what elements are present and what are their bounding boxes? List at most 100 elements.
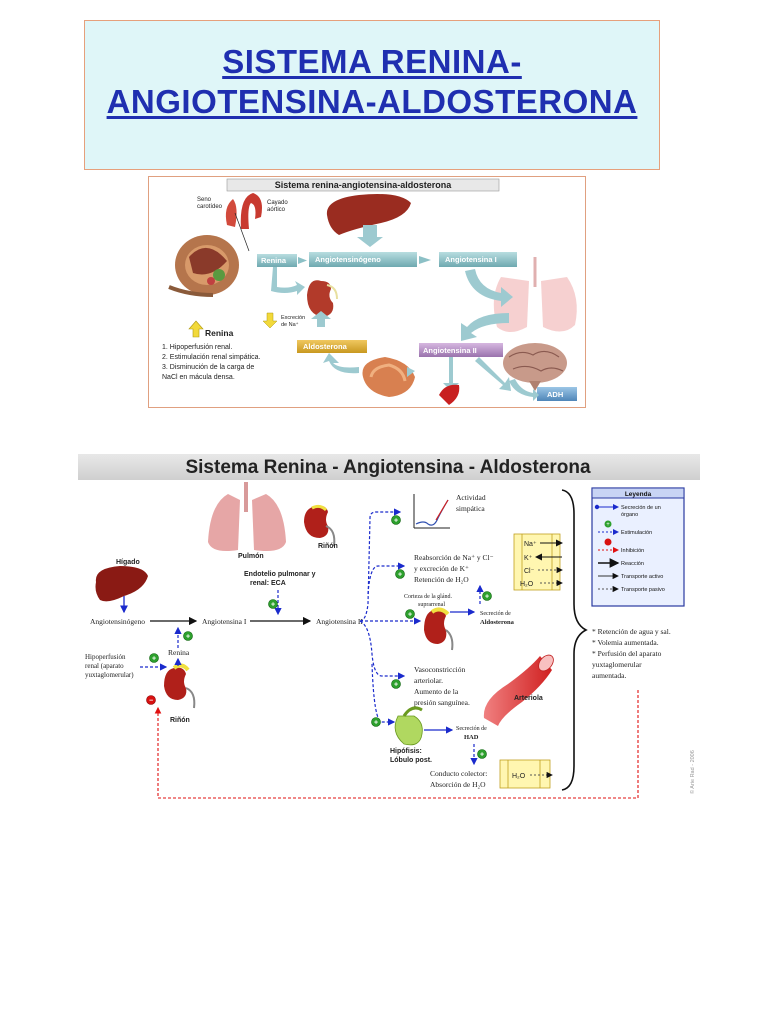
h2o-label: H₂O <box>512 773 526 780</box>
secrecion-aldo-1: Secreción de <box>480 611 511 617</box>
fig1-angiotensina2: Angiotensina II <box>423 346 477 355</box>
svg-text:+: + <box>394 518 398 525</box>
fig1-header: Sistema renina-angiotensina-aldosterona <box>275 180 453 190</box>
corteza-1: Corteza de la glánd. <box>404 594 452 600</box>
result-1: * Retención de agua y sal. <box>592 627 671 636</box>
secrecion-had-2: HAD <box>464 734 479 741</box>
seno-pointer <box>234 212 250 252</box>
seno-label-2: carotídeo <box>197 204 223 210</box>
legend-item-6: Transporte pasivo <box>621 587 665 593</box>
aortic-arch-illustration <box>240 193 262 229</box>
ion-h2o: H₂O <box>520 581 534 588</box>
excrecion-2: de Na⁺ <box>281 321 299 328</box>
cause-1: 1. Hipoperfusión renal. <box>162 344 232 351</box>
svg-text:+: + <box>271 602 275 609</box>
fig2-header: Sistema Renina - Angiotensina - Aldoster… <box>185 457 590 478</box>
fig2-rinon-bottom: Riñón <box>170 717 190 724</box>
fig1-adrenal <box>362 357 415 397</box>
fig2-angiotensinogeno: Angiotensinógeno <box>90 617 145 626</box>
summary-brace <box>561 489 588 791</box>
fig2-angiotensina1: Angiotensina I <box>202 617 247 626</box>
carotid-illustration <box>225 199 237 227</box>
secrecion-aldo-2: Aldosterona <box>480 619 515 626</box>
cause-2: 2. Estimulación renal simpática. <box>162 354 260 361</box>
hipoperfusion-1: Hipoperfusión <box>85 653 126 661</box>
corteza-2: suprarrenal <box>418 602 445 608</box>
svg-text:+: + <box>408 612 412 619</box>
actividad-1: Actividad <box>456 493 486 502</box>
fig1-aldosterona-box <box>297 340 367 353</box>
ion-cl: Cl⁻ <box>524 568 535 575</box>
fig1-kidney <box>307 280 334 317</box>
fig2-higado: Hígado <box>116 559 140 566</box>
na-down-arrow <box>262 312 278 329</box>
excrecion-1: Excreción <box>281 315 305 321</box>
fig2-angiotensina2: Angiotensina II <box>316 617 363 626</box>
reabsorcion-1: Reabsorción de Na⁺ y Cl⁻ <box>414 553 494 562</box>
figure-raas-detailed: Sistema Renina - Angiotensina - Aldoster… <box>78 454 700 800</box>
hipofisis-1: Hipófisis: <box>390 748 422 755</box>
fig1-angiotensina1: Angiotensina I <box>445 255 497 264</box>
result-4: yuxtaglomerular <box>592 660 642 669</box>
svg-text:+: + <box>186 634 190 641</box>
legend-item-4: Reacción <box>621 561 644 567</box>
conducto-2: Absorción de H₂O <box>430 780 486 789</box>
title-card: SISTEMA RENINA- ANGIOTENSINA-ALDOSTERONA <box>84 20 660 170</box>
actividad-2: simpática <box>456 504 485 513</box>
svg-text:−: − <box>149 698 153 705</box>
secrecion-had-1: Secreción de <box>456 726 487 732</box>
result-3: * Perfusión del aparato <box>592 649 662 658</box>
result-2: * Volemia aumentada. <box>592 638 659 647</box>
conducto-1: Conducto colector: <box>430 769 487 778</box>
cause-4: NaCl en mácula densa. <box>162 374 235 381</box>
vaso-4: presión sanguínea. <box>414 698 470 707</box>
hipoperfusion-2: renal (aparato <box>85 662 124 670</box>
fig1-liver <box>326 194 411 235</box>
legend-item-2: Estimulación <box>621 530 652 536</box>
title-line-1: SISTEMA RENINA- <box>222 43 522 80</box>
fig2-arteriole <box>483 656 552 726</box>
svg-text:+: + <box>480 752 484 759</box>
feedback-loop <box>154 690 639 799</box>
fig2-kidney-adrenal <box>424 609 447 644</box>
fig2-arteriola: Arteriola <box>514 695 543 702</box>
fig2-header-bar <box>78 454 700 480</box>
fig1-vessel <box>439 384 460 405</box>
svg-text:+: + <box>485 594 489 601</box>
raas-overview-diagram: Sistema renina-angiotensina-aldosterona … <box>162 178 577 405</box>
fig1-brain <box>503 343 567 383</box>
reabsorcion-2: y excreción de K⁺ <box>414 564 469 573</box>
fig1-angiotensinogeno: Angiotensinógeno <box>315 255 381 264</box>
fig1-renina-box <box>257 254 297 267</box>
ion-k: K⁺ <box>524 555 533 562</box>
fig2-hypophysis <box>394 715 423 746</box>
vaso-1: Vasoconstricción <box>414 665 465 674</box>
fig2-liver <box>95 566 148 602</box>
fig1-angiotensina2-box <box>419 343 503 357</box>
legend-title: Leyenda <box>625 491 652 498</box>
cayado-label-1: Cayado <box>267 200 288 206</box>
legend-item-3: Inhibición <box>621 548 644 554</box>
fig2-rinon-top: Riñón <box>318 543 338 550</box>
svg-text:+: + <box>394 682 398 689</box>
plus-eca <box>268 599 278 609</box>
reabsorcion-3: Retención de H₂O <box>414 575 469 584</box>
fig1-header-bar <box>226 178 500 192</box>
fig1-renina-up: Renina <box>205 328 234 338</box>
vaso-3: Aumento de la <box>414 687 459 696</box>
actividad-graph <box>415 499 449 526</box>
fig1-lungs <box>493 277 529 332</box>
title-line-2: ANGIOTENSINA-ALDOSTERONA <box>106 83 638 120</box>
arrow-to-lungs <box>465 269 513 307</box>
fig1-angiotensinogeno-box <box>309 252 417 267</box>
fig2-renina: Renina <box>168 648 190 657</box>
fig1-adh: ADH <box>547 390 563 399</box>
legend-item-1: Secreción de un <box>621 505 661 511</box>
endotelio-1: Endotelio pulmonar y <box>244 571 316 578</box>
svg-text:+: + <box>152 656 156 663</box>
svg-text:+: + <box>374 720 378 727</box>
legend-item-5: Transporte activo <box>621 574 663 580</box>
fig2-pulmon: Pulmón <box>238 553 264 560</box>
svg-text:+: + <box>606 522 610 528</box>
fig2-kidney-bottom <box>164 667 187 700</box>
